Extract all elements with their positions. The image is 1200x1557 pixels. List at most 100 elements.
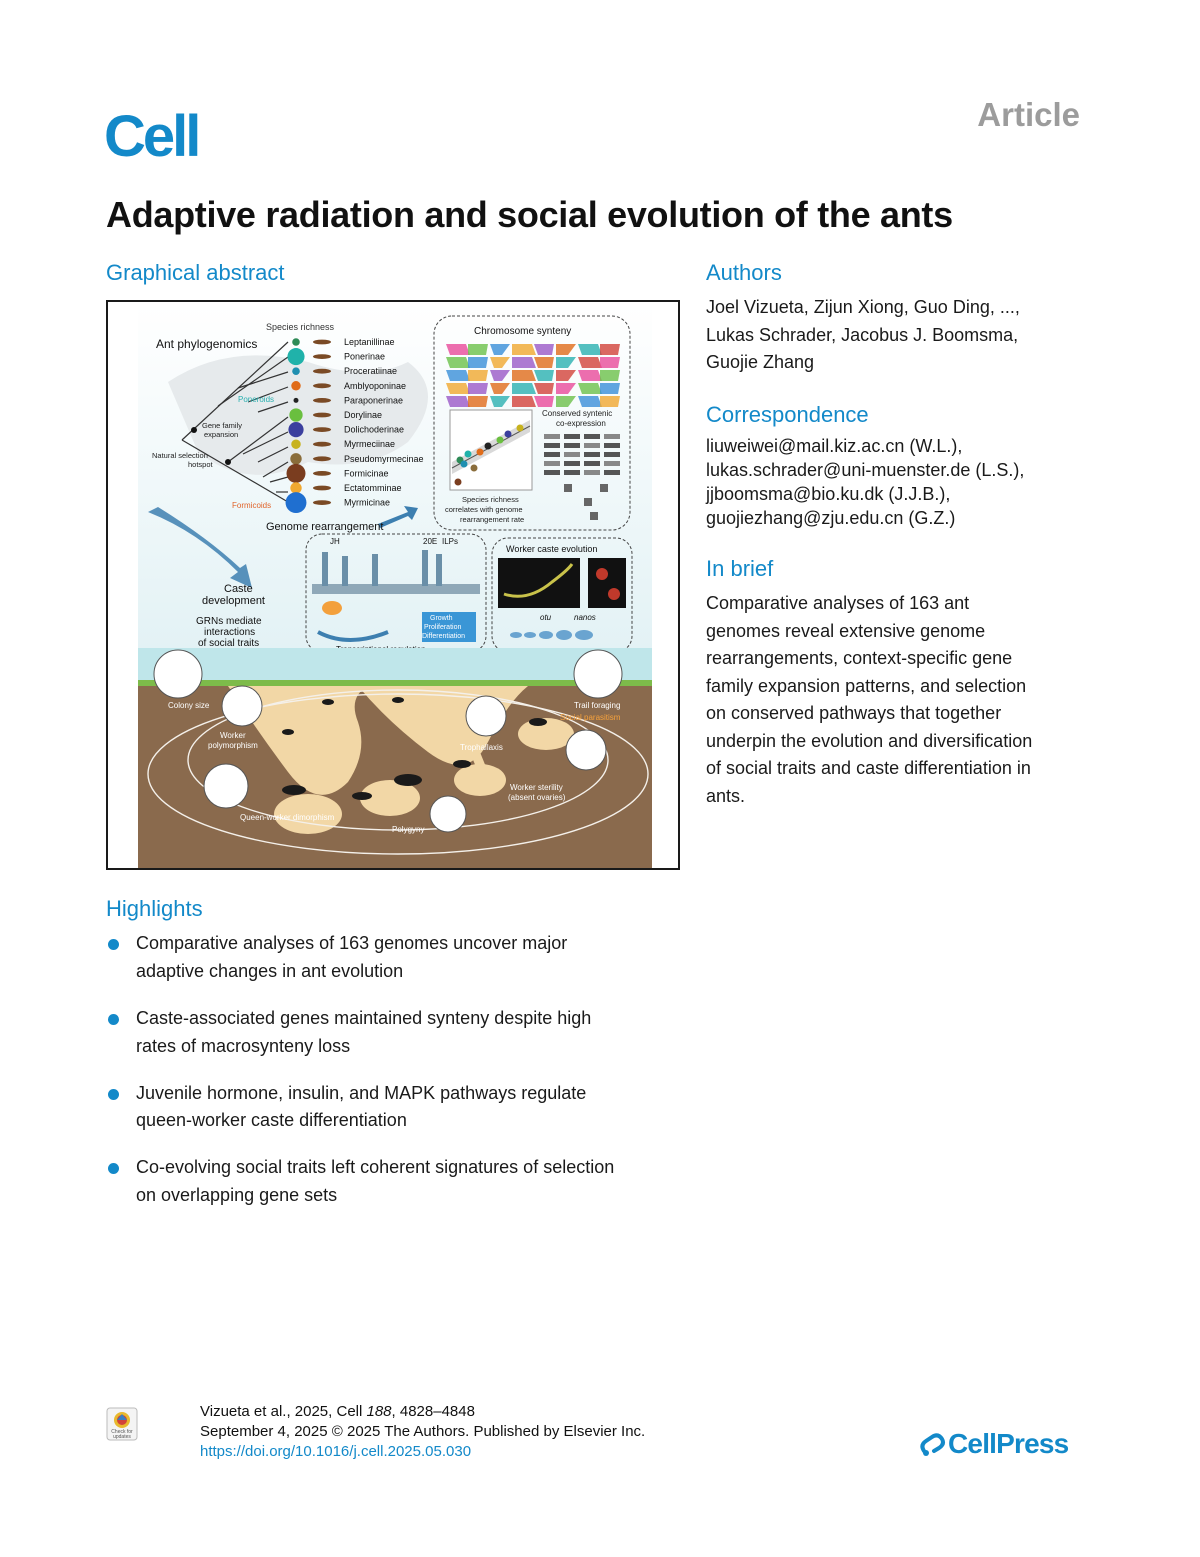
richness-corr-label-3: rearrangement rate — [460, 515, 524, 524]
in-brief-line: Comparative analyses of 163 ant — [706, 593, 970, 613]
synteny-band — [512, 357, 536, 368]
synteny-band — [600, 344, 620, 355]
scatter-point — [464, 450, 472, 458]
synteny-band — [468, 396, 488, 407]
subfamily-label: Pseudomyrmecinae — [344, 454, 424, 464]
doi-link[interactable]: https://doi.org/10.1016/j.cell.2025.05.0… — [200, 1442, 472, 1460]
subfamily-label: Ponerinae — [344, 352, 385, 362]
citation-line-2: September 4, 2025 © 2025 The Authors. Pu… — [200, 1422, 646, 1440]
conserved-syntenic-label-1: Conserved syntenic — [542, 409, 612, 418]
synteny-panel — [433, 315, 631, 531]
coexpression-block — [544, 461, 560, 466]
membrane — [312, 584, 480, 594]
coexpression-block — [604, 470, 620, 475]
growth-label-3: Differentiation — [422, 633, 465, 640]
scatter-point — [484, 442, 492, 450]
richness-dot — [291, 439, 301, 449]
social-parasitism-label: Social parasitism — [560, 713, 621, 722]
subfamily-label: Formicinae — [344, 468, 389, 478]
synteny-band — [446, 344, 470, 355]
coexpression-block — [584, 452, 600, 457]
worker-sterility-label-2: (absent ovaries) — [508, 793, 566, 802]
email-link[interactable]: jjboomsma@bio.ku.dk (J.J.B.), — [706, 484, 951, 505]
synteny-band — [468, 383, 488, 394]
cellpress-logo: CellPress — [918, 1428, 1069, 1460]
check-updates-icon: Check for updates — [106, 1407, 138, 1441]
email-link[interactable]: guojiezhang@zju.edu.cn (G.Z.) — [706, 508, 956, 529]
coexpression-block — [604, 434, 620, 439]
polygyny-label: Polygyny — [392, 825, 424, 834]
authors-line: Joel Vizueta, Zijun Xiong, Guo Ding, ...… — [706, 297, 1020, 317]
ant-icon — [313, 354, 331, 359]
synteny-band — [578, 344, 602, 355]
highlight-item: Co-evolving social traits left coherent … — [106, 1154, 706, 1210]
gene-family-node — [191, 427, 197, 433]
growth-label-1: Growth — [430, 615, 453, 622]
richness-dot — [292, 367, 300, 375]
synteny-band — [446, 383, 470, 394]
grass — [138, 680, 652, 686]
trait-loops — [147, 689, 649, 855]
synteny-band — [446, 396, 470, 407]
richness-dot — [285, 492, 307, 514]
in-brief-line: underpin the evolution and diversificati… — [706, 730, 1033, 751]
ilps-label: ILPs — [442, 537, 458, 546]
synteny-band — [600, 396, 620, 407]
ant-icon — [313, 383, 331, 389]
coexpression-block — [584, 461, 600, 466]
worker-caste-evolution-label: Worker caste evolution — [506, 544, 597, 554]
bullet-icon — [108, 939, 119, 950]
in-brief-heading: In brief — [706, 556, 774, 581]
otu-label: otu — [540, 613, 552, 622]
coexpression-blocks — [544, 434, 620, 475]
growth-label-2: Proliferation — [424, 624, 461, 631]
ovary-spot-1 — [596, 568, 608, 580]
subfamily-label: Paraponerinae — [344, 395, 403, 405]
synteny-band — [534, 357, 554, 368]
coexpression-block — [544, 452, 560, 457]
ant-icon — [313, 427, 331, 432]
ovary-shape — [503, 563, 574, 598]
signal-arrow — [317, 630, 389, 642]
ant-icon — [313, 500, 331, 505]
synteny-band — [578, 357, 602, 368]
richness-dot — [290, 482, 302, 494]
caste-development-label-2: development — [202, 595, 265, 607]
synteny-band — [512, 396, 536, 407]
synteny-band — [534, 344, 554, 355]
correspondence-block: liuweiwei@mail.kiz.ac.cn (W.L.), lukas.s… — [706, 434, 1024, 530]
synteny-bands — [446, 344, 620, 407]
journal-logo: Cell — [104, 104, 201, 169]
ant-icon — [313, 368, 331, 374]
cellpress-icon — [920, 1433, 945, 1456]
synteny-band — [556, 357, 576, 368]
worker-sterility-label-1: Worker sterility — [510, 783, 563, 792]
nanos-label: nanos — [574, 613, 596, 622]
conserved-syntenic-label-2: co-expression — [556, 419, 606, 428]
in-brief-line: rearrangements, context-specific gene — [706, 648, 1013, 669]
in-brief-line: of social traits and caste differentiati… — [706, 758, 1031, 779]
subfamily-label: Amblyoponinae — [344, 381, 406, 391]
email-link[interactable]: lukas.schrader@uni-muenster.de (L.S.), — [706, 460, 1025, 481]
coexpression-block — [584, 443, 600, 448]
richness-dot — [289, 408, 303, 422]
synteny-band — [490, 383, 510, 394]
coexpression-block — [604, 443, 620, 448]
authors-heading: Authors — [706, 260, 782, 285]
synteny-band — [534, 396, 554, 407]
ant-icon — [313, 456, 331, 462]
bullet-icon — [108, 1163, 119, 1175]
scatter-point — [460, 460, 468, 468]
rearrangement-arrow — [378, 506, 418, 528]
synteny-band — [578, 396, 602, 407]
ant-icon — [313, 398, 331, 403]
authors-line: Lukas Schrader, Jacobus J. Boomsma, — [706, 324, 1019, 345]
in-brief-text: Comparative analyses of 163 ant genomes … — [706, 590, 1032, 810]
graphical-abstract-figure: Species richness Ant phylogenomics Poner… — [106, 300, 680, 870]
email-link[interactable]: liuweiwei@mail.kiz.ac.cn (W.L.), — [706, 436, 963, 456]
bullet-icon — [108, 1088, 119, 1100]
synteny-band — [600, 357, 620, 368]
check-for-updates-badge[interactable]: Check for updates — [106, 1407, 138, 1441]
synteny-band — [468, 344, 488, 355]
synteny-band — [490, 357, 510, 368]
